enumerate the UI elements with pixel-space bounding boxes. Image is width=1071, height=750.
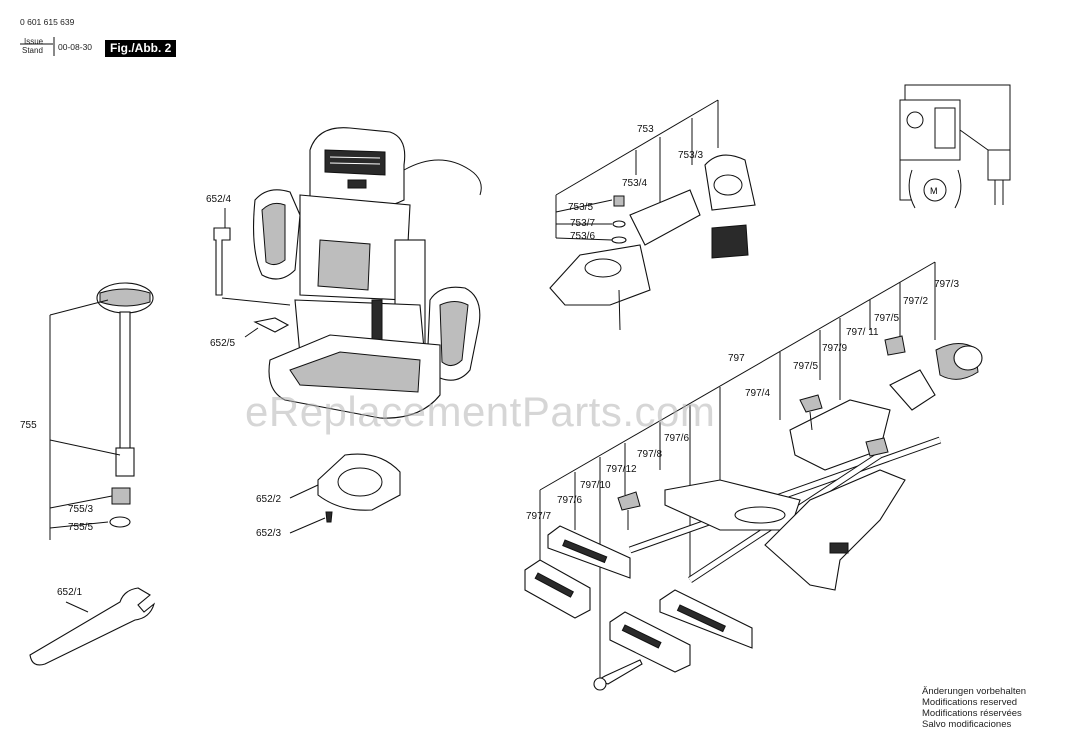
label-755-5: 755/5 — [68, 522, 94, 533]
issue-label: Issue — [24, 37, 44, 46]
label-652-2: 652/2 — [256, 494, 282, 505]
stand-label: Stand — [22, 46, 43, 55]
label-652-3: 652/3 — [256, 528, 282, 539]
part-number: 0 601 615 639 — [20, 17, 75, 27]
label-652-1: 652/1 — [57, 587, 83, 598]
label-797-12: 797/12 — [606, 464, 637, 475]
label-755: 755 — [20, 420, 37, 431]
label-797-8: 797/8 — [637, 449, 663, 460]
figure-label: Fig./Abb. 2 — [105, 40, 177, 57]
label-797-3: 797/3 — [934, 279, 960, 290]
footer-line-es: Salvo modificaciones — [922, 719, 1012, 730]
svg-text:M: M — [930, 186, 938, 196]
label-797-6-lower: 797/6 — [557, 495, 583, 506]
label-797-4: 797/4 — [745, 388, 771, 399]
footer-line-de: Änderungen vorbehalten — [922, 686, 1027, 697]
label-797-10: 797/10 — [580, 480, 611, 491]
label-753-5: 753/5 — [568, 202, 594, 213]
label-797-5-top: 797/5 — [874, 313, 900, 324]
label-753-6: 753/6 — [570, 231, 596, 242]
modifications-notice: Änderungen vorbehalten Modifications res… — [922, 686, 1026, 730]
footer-line-fr: Modifications réservées — [922, 708, 1022, 719]
wiring-diagram: M — [899, 84, 1011, 209]
dust-extraction-group — [549, 99, 756, 331]
issue-date: 00-08-30 — [58, 42, 93, 52]
label-753-7: 753/7 — [570, 218, 596, 229]
label-753-4: 753/4 — [622, 178, 648, 189]
label-797-9: 797/9 — [822, 343, 848, 354]
footer-line-en: Modifications reserved — [922, 697, 1018, 708]
parallel-guide-group — [524, 261, 983, 691]
label-755-3: 755/3 — [68, 504, 94, 515]
watermark: eReplacementParts.com — [245, 388, 716, 435]
label-797-5-mid: 797/5 — [793, 361, 819, 372]
label-797-11: 797/ 11 — [846, 327, 879, 338]
router-body — [253, 127, 482, 419]
label-753: 753 — [637, 124, 654, 135]
label-797-2: 797/2 — [903, 296, 929, 307]
label-797-6-upper: 797/6 — [664, 433, 690, 444]
label-652-4: 652/4 — [206, 194, 232, 205]
label-797: 797 — [728, 353, 745, 364]
label-753-3: 753/3 — [678, 150, 704, 161]
label-797-7: 797/7 — [526, 511, 552, 522]
label-652-5: 652/5 — [210, 338, 236, 349]
